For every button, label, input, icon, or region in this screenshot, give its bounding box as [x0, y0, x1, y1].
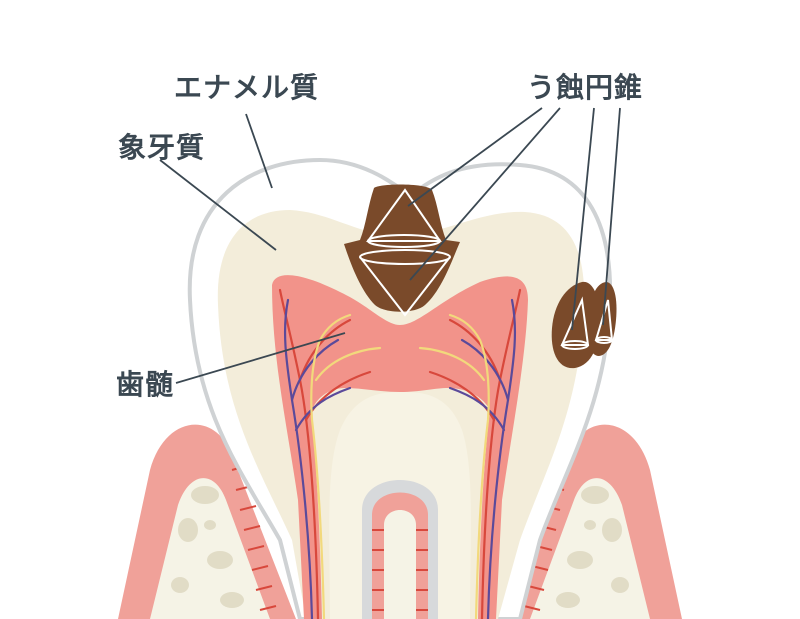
leader-pulp — [175, 332, 346, 384]
vessels-left — [278, 288, 382, 619]
leader-lines — [159, 107, 621, 384]
label-dentin: 象牙質 — [118, 131, 206, 164]
leader-cone-1 — [407, 107, 543, 207]
leader-cone-3 — [571, 107, 595, 331]
gum-center — [362, 480, 438, 619]
label-pulp: 歯髄 — [116, 368, 175, 401]
leader-cone-2 — [409, 107, 561, 281]
label-enamel: エナメル質 — [174, 71, 320, 104]
bone-spots — [171, 486, 629, 608]
leader-enamel — [245, 113, 273, 189]
label-caries-cone: う蝕円錐 — [527, 71, 644, 104]
caries-side — [551, 281, 617, 369]
leader-dentin — [159, 159, 277, 251]
caries-occlusal — [344, 184, 460, 317]
leader-cone-4 — [602, 107, 621, 326]
vessels-right — [418, 288, 522, 619]
gum-center-stripes — [372, 529, 428, 611]
